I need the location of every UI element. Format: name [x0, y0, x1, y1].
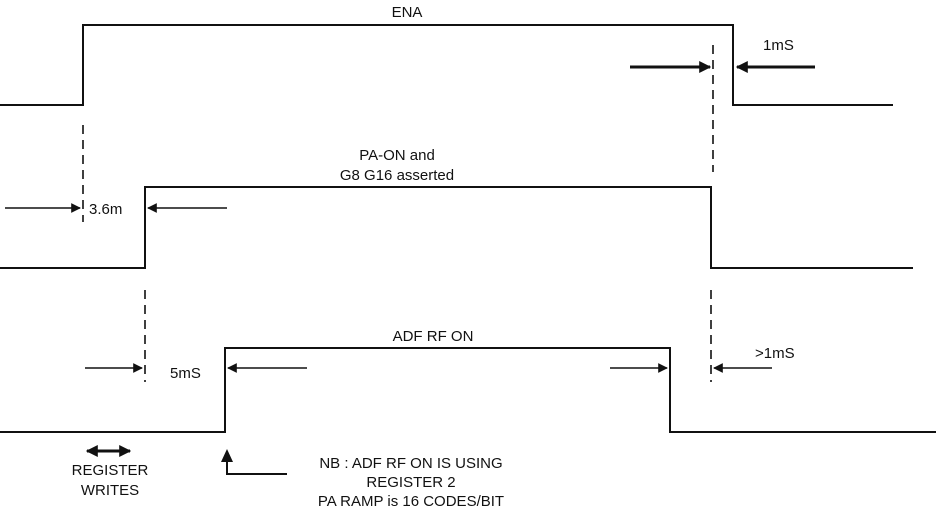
timing-label-1ms: 1mS	[763, 37, 794, 54]
timing-label-5ms: 5mS	[170, 365, 201, 382]
note-pointer-arrowhead	[221, 449, 233, 462]
note-line3: PA RAMP is 16 CODES/BIT	[318, 493, 504, 510]
note-line1: NB : ADF RF ON IS USING	[319, 455, 502, 472]
timing-label-gt1ms: >1mS	[755, 345, 795, 362]
ena-label: ENA	[392, 4, 423, 21]
register-writes-label-line1: REGISTER	[72, 462, 149, 479]
ena-waveform	[0, 25, 893, 105]
adf-rf-on-label: ADF RF ON	[393, 328, 474, 345]
pa-on-label-line2: G8 G16 asserted	[340, 167, 454, 184]
note-line2: REGISTER 2	[366, 474, 455, 491]
adf-rf-on-waveform	[0, 348, 936, 432]
register-writes-label-line2: WRITES	[81, 482, 139, 499]
timing-label-3-6m: 3.6m	[89, 201, 122, 218]
note-pointer-line	[227, 460, 287, 474]
pa-on-waveform	[0, 187, 913, 268]
pa-on-label-line1: PA-ON and	[359, 147, 435, 164]
